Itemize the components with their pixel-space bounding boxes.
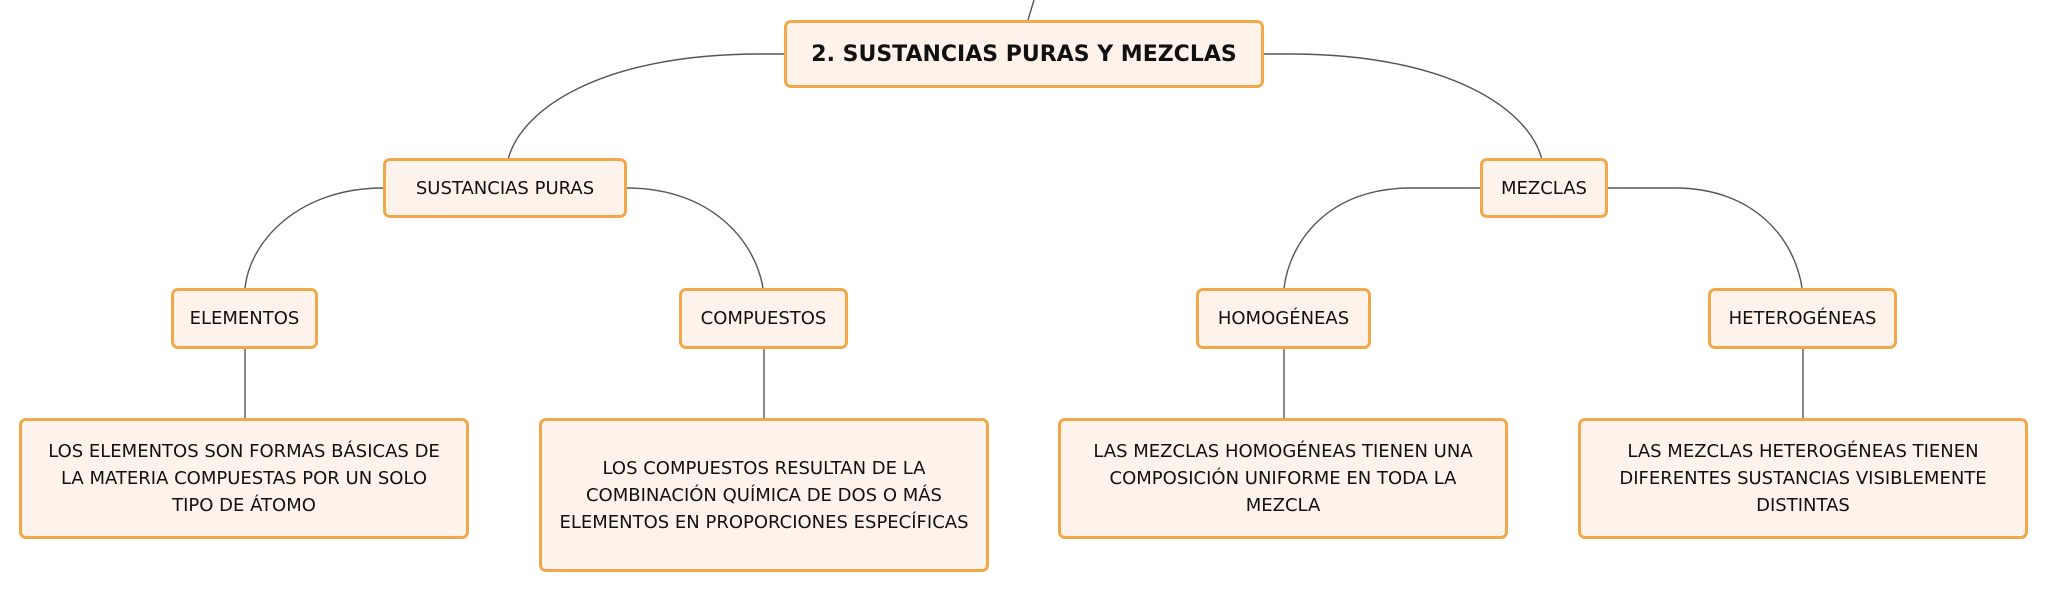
node-label: ELEMENTOS (189, 308, 300, 329)
node-homogeneas[interactable]: HOMOGÉNEAS (1196, 288, 1371, 349)
connector-sustancias-elementos (244, 187, 384, 289)
root-label: 2. SUSTANCIAS PURAS Y MEZCLAS (811, 41, 1237, 67)
connector-to-parent (1027, 0, 1035, 21)
node-sustancias-puras[interactable]: SUSTANCIAS PURAS (383, 158, 627, 218)
desc-text: LAS MEZCLAS HOMOGÉNEAS TIENEN UNA COMPOS… (1093, 441, 1473, 516)
desc-homogeneas[interactable]: LAS MEZCLAS HOMOGÉNEAS TIENEN UNA COMPOS… (1058, 418, 1508, 539)
desc-elementos[interactable]: LOS ELEMENTOS SON FORMAS BÁSICAS DE LA M… (19, 418, 469, 539)
root-node[interactable]: 2. SUSTANCIAS PURAS Y MEZCLAS (784, 20, 1264, 88)
connector-mezclas-heterogeneas (1608, 187, 1803, 289)
node-label: SUSTANCIAS PURAS (415, 177, 595, 199)
desc-compuestos[interactable]: LOS COMPUESTOS RESULTAN DE LA COMBINACIÓ… (539, 418, 989, 572)
node-label: HOMOGÉNEAS (1217, 308, 1350, 329)
node-mezclas[interactable]: MEZCLAS (1480, 158, 1608, 218)
node-label: HETEROGÉNEAS (1728, 308, 1877, 329)
node-label: COMPUESTOS (700, 308, 827, 329)
connector-mezclas-homogeneas (1283, 187, 1480, 289)
node-label: MEZCLAS (1501, 177, 1587, 199)
desc-text: LOS ELEMENTOS SON FORMAS BÁSICAS DE LA M… (48, 441, 440, 516)
connector-sustancias-compuestos (626, 187, 764, 289)
desc-heterogeneas[interactable]: LAS MEZCLAS HETEROGÉNEAS TIENEN DIFERENT… (1578, 418, 2028, 539)
connector-root-mezclas (1264, 53, 1543, 161)
connector-root-sustancias-puras (507, 53, 784, 161)
node-compuestos[interactable]: COMPUESTOS (679, 288, 848, 349)
desc-text: LOS COMPUESTOS RESULTAN DE LA COMBINACIÓ… (559, 457, 969, 533)
desc-text: LAS MEZCLAS HETEROGÉNEAS TIENEN DIFERENT… (1619, 441, 1987, 516)
node-heterogeneas[interactable]: HETEROGÉNEAS (1708, 288, 1897, 349)
node-elementos[interactable]: ELEMENTOS (171, 288, 318, 349)
